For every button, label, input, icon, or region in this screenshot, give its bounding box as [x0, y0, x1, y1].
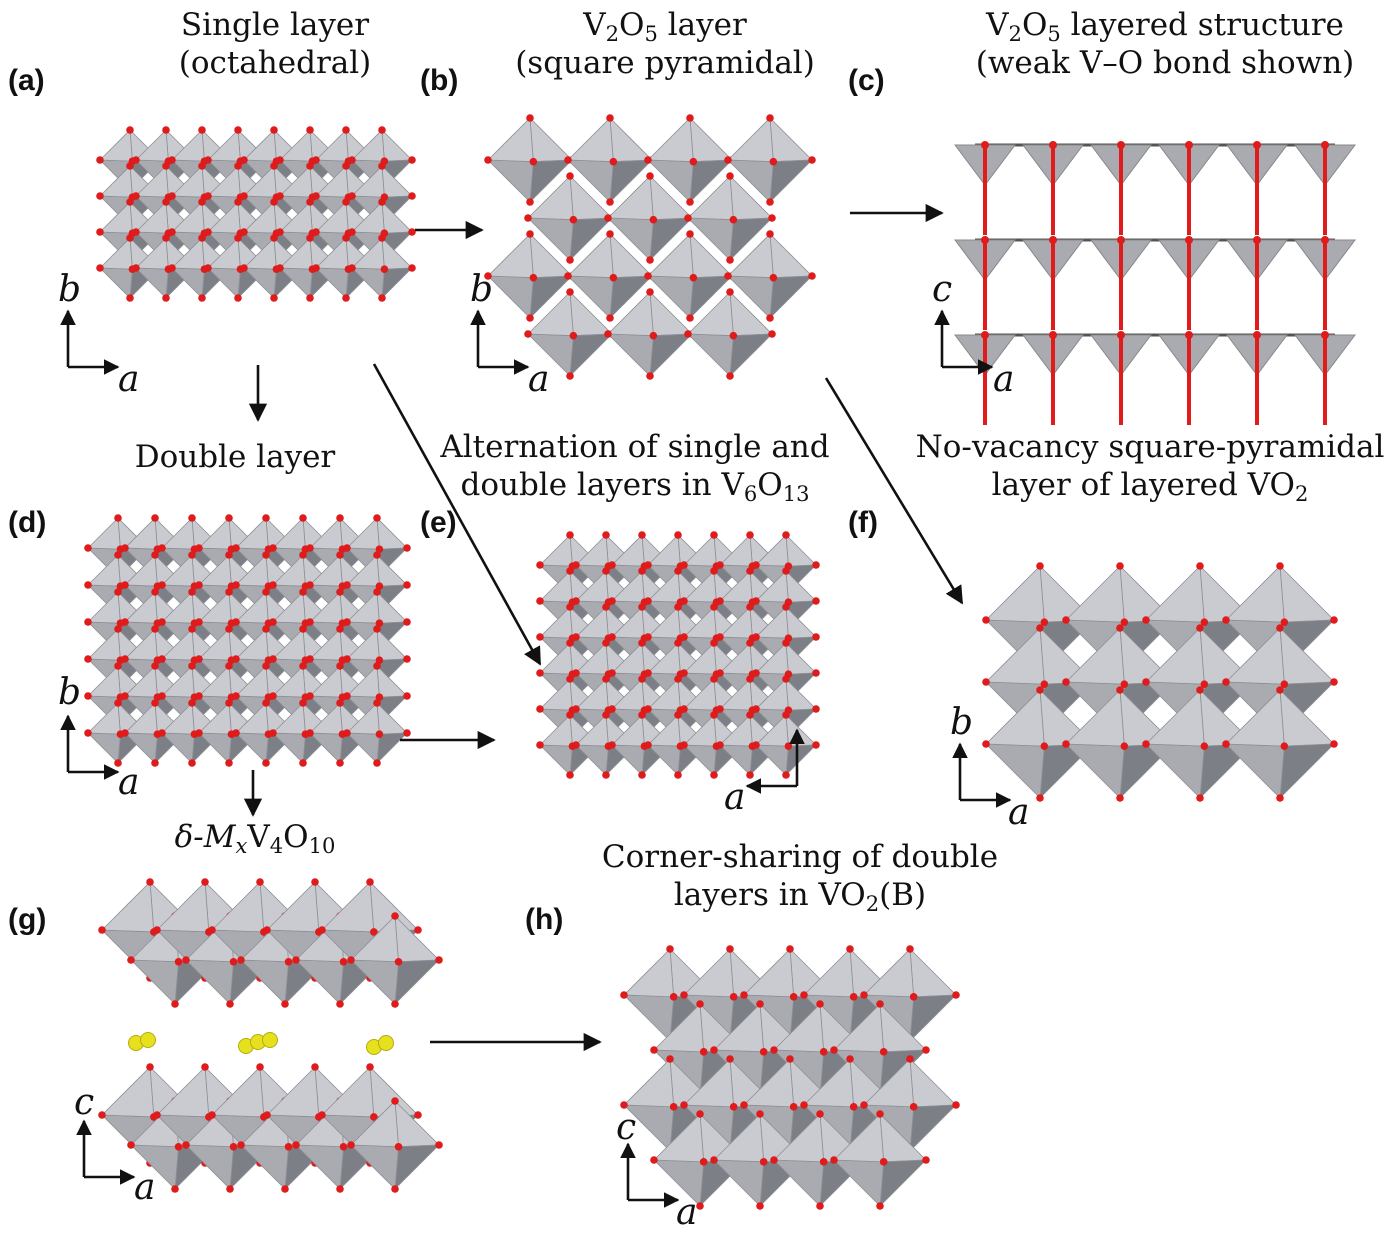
caption-b: V2O5 layer(square pyramidal)	[500, 6, 830, 82]
caption-line: No-vacancy square-pyramidal	[915, 429, 1385, 465]
ion-6	[378, 1035, 394, 1051]
structure-g	[98, 878, 443, 1193]
axes-d	[60, 714, 120, 780]
axis-label-b-horizontal: a	[528, 359, 550, 400]
arrow-a-to-e	[372, 363, 542, 666]
axis-label-h-horizontal: a	[676, 1192, 698, 1233]
axis-label-a-vertical: b	[58, 269, 82, 310]
caption-a: Single layer(octahedral)	[140, 6, 410, 82]
axis-label-b-vertical: b	[470, 269, 494, 310]
axes-b	[470, 309, 530, 375]
ion-1	[140, 1032, 156, 1048]
structure-h	[620, 945, 960, 1210]
axis-label-g-horizontal: a	[134, 1167, 156, 1208]
caption-c: V2O5 layered structure(weak V–O bond sho…	[955, 6, 1375, 82]
structure-a	[96, 126, 416, 302]
caption-line: (square pyramidal)	[515, 45, 815, 81]
panel-label-b: (b)	[420, 64, 459, 97]
axes-f	[952, 742, 1012, 808]
caption-line: (octahedral)	[178, 45, 372, 81]
axis-label-c-vertical: c	[932, 269, 953, 310]
axis-label-d-horizontal: a	[118, 762, 140, 803]
axis-label-h-vertical: c	[616, 1107, 637, 1148]
caption-line: (weak V–O bond shown)	[975, 45, 1355, 81]
caption-line: Alternation of single and	[440, 429, 830, 465]
caption-line: V2O5 layer	[583, 7, 747, 46]
caption-line: Corner-sharing of double	[601, 839, 999, 875]
panel-label-h: (h)	[525, 903, 564, 936]
caption-d: Double layer	[110, 438, 360, 476]
structure-d	[84, 514, 411, 767]
axis-label-f-vertical: b	[950, 702, 974, 743]
axes-c	[934, 309, 994, 375]
structure-b	[484, 114, 816, 380]
structure-c	[954, 141, 1356, 425]
caption-g: δ-MxV4O10	[140, 818, 370, 856]
caption-line: Single layer	[180, 7, 370, 43]
caption-line: V2O5 layered structure	[986, 7, 1344, 46]
axes-g	[76, 1119, 136, 1185]
panel-label-f: (f)	[848, 506, 878, 539]
axis-label-e-horizontal: a	[724, 777, 746, 818]
caption-line: double layers in V6O13	[460, 467, 810, 506]
panel-label-c: (c)	[848, 64, 885, 97]
panel-label-d: (d)	[8, 506, 47, 539]
structure-f	[982, 562, 1338, 802]
panel-label-e: (e)	[420, 506, 457, 539]
caption-line: layer of layered VO2	[991, 467, 1309, 506]
caption-line: Double layer	[134, 439, 336, 475]
axis-label-d-vertical: b	[58, 672, 82, 713]
ion-4	[262, 1032, 278, 1048]
axes-e	[745, 728, 805, 794]
axis-label-g-vertical: c	[74, 1082, 95, 1123]
axes-h	[620, 1142, 680, 1208]
caption-line: δ-MxV4O10	[174, 819, 336, 858]
structure-e	[536, 531, 820, 779]
axis-label-a-horizontal: a	[118, 359, 140, 400]
axes-a	[60, 309, 120, 375]
caption-line: layers in VO2(B)	[673, 877, 927, 916]
panel-label-a: (a)	[8, 64, 45, 97]
axis-label-c-horizontal: a	[993, 359, 1015, 400]
axis-label-f-horizontal: a	[1008, 792, 1030, 833]
arrow-b-to-f	[824, 377, 964, 605]
panel-label-g: (g)	[8, 903, 47, 936]
